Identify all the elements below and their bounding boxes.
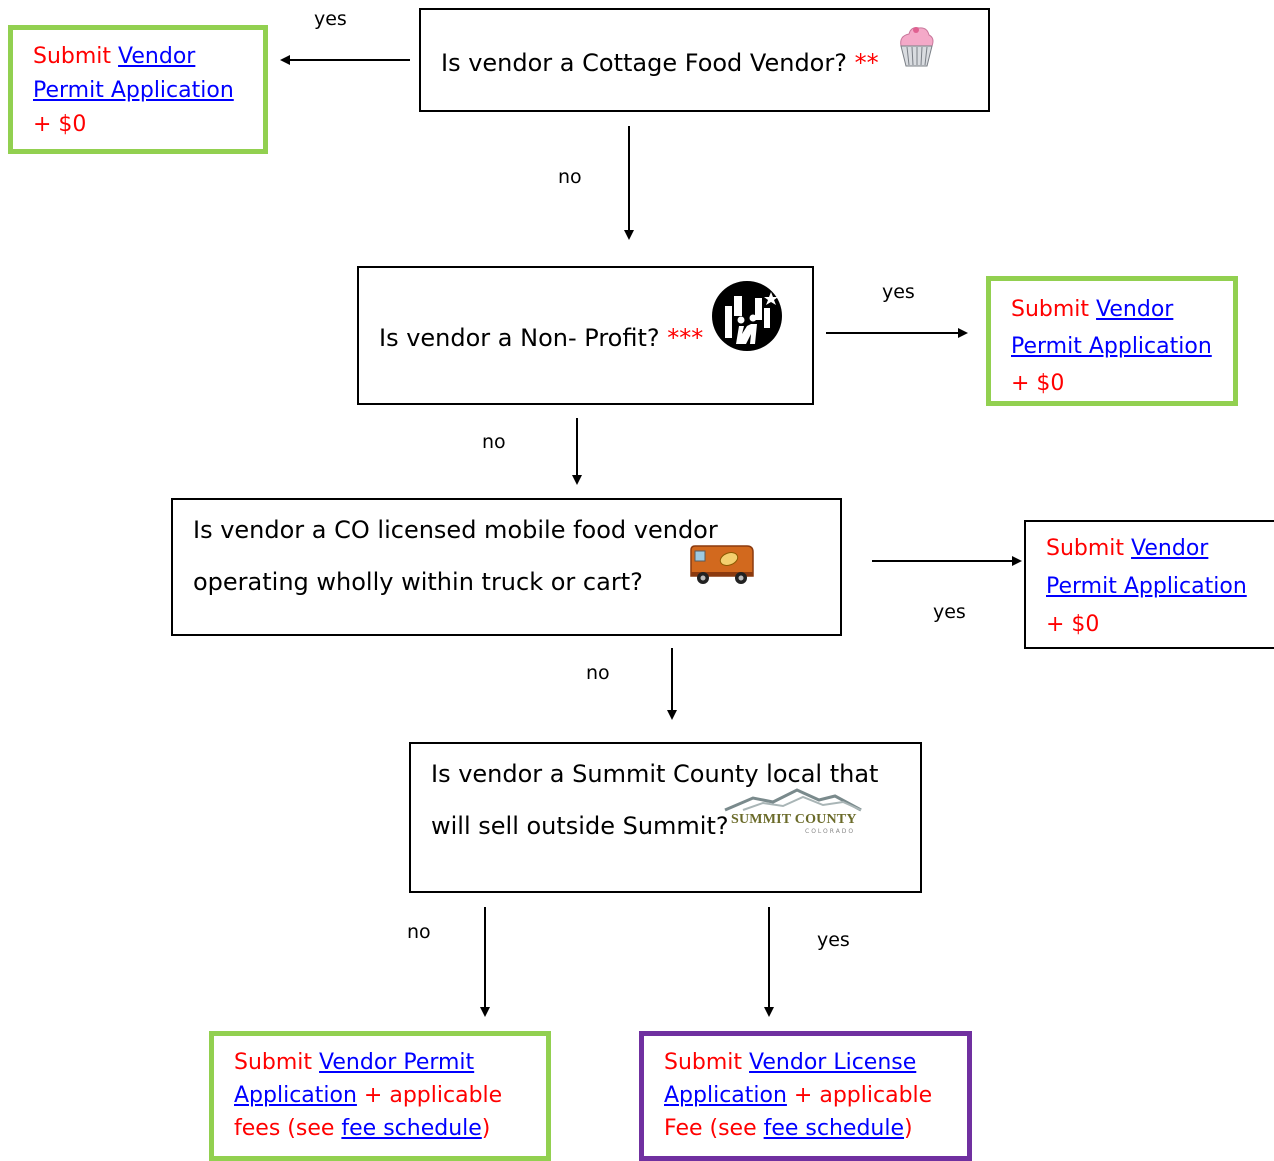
outcome-permit-fees-text: Submit Vendor Permit Application + appli… bbox=[234, 1046, 502, 1145]
edge-label-q4-no: no bbox=[407, 921, 431, 943]
outcome-license-fees: Submit Vendor License Application + appl… bbox=[639, 1031, 972, 1161]
edge-label-q1-no: no bbox=[558, 166, 582, 188]
outcome-license-fees-text: Submit Vendor License Application + appl… bbox=[664, 1046, 932, 1145]
vendor-permit-link[interactable]: Vendor bbox=[118, 44, 196, 69]
edge-label-q2-yes: yes bbox=[882, 281, 915, 303]
vendor-permit-link[interactable]: Vendor bbox=[1131, 536, 1209, 561]
fees-see-label: fees (see bbox=[234, 1116, 342, 1141]
q2-text: Is vendor a Non- Profit? bbox=[379, 324, 660, 352]
fee-amount: + $0 bbox=[33, 112, 87, 137]
q1-stars: ** bbox=[846, 49, 879, 77]
outcome-permit-mobile-text: Submit Vendor Permit Application + $0 bbox=[1046, 530, 1247, 644]
food-truck-icon bbox=[690, 545, 754, 584]
edge-label-q4-yes: yes bbox=[817, 929, 850, 951]
question-summit-local-text: Is vendor a Summit County local that wil… bbox=[431, 748, 878, 852]
submit-label: Submit bbox=[234, 1050, 320, 1075]
logo-main-text: SUMMIT COUNTY bbox=[731, 812, 857, 827]
outcome-permit-cottage-text: Submit Vendor Permit Application + $0 bbox=[33, 40, 234, 142]
question-mobile-food-text: Is vendor a CO licensed mobile food vend… bbox=[193, 504, 718, 608]
question-summit-local: Is vendor a Summit County local that wil… bbox=[409, 742, 922, 893]
vendor-license-link[interactable]: Vendor License bbox=[749, 1050, 917, 1075]
question-cottage-food-text: Is vendor a Cottage Food Vendor? ** bbox=[441, 38, 879, 88]
logo-sub-text: COLORADO bbox=[805, 828, 856, 835]
q3-line1: Is vendor a CO licensed mobile food vend… bbox=[193, 516, 718, 544]
permit-application-link[interactable]: Permit Application bbox=[33, 78, 234, 103]
fee-amount: + $0 bbox=[1011, 371, 1065, 396]
outcome-permit-cottage: Submit Vendor Permit Application + $0 bbox=[8, 25, 268, 154]
permit-application-link[interactable]: Permit Application bbox=[1011, 334, 1212, 359]
vendor-permit-link[interactable]: Vendor Permit bbox=[319, 1050, 475, 1075]
submit-label: Submit bbox=[664, 1050, 750, 1075]
submit-label: Submit bbox=[33, 44, 119, 69]
outcome-permit-mobile: Submit Vendor Permit Application + $0 bbox=[1024, 520, 1274, 649]
fee-schedule-link[interactable]: fee schedule bbox=[763, 1116, 905, 1141]
q4-line2: will sell outside Summit? bbox=[431, 812, 729, 840]
question-cottage-food: Is vendor a Cottage Food Vendor? ** bbox=[419, 8, 990, 112]
fee-schedule-link[interactable]: fee schedule bbox=[341, 1116, 482, 1141]
submit-label: Submit bbox=[1011, 297, 1097, 322]
non-profit-city-icon bbox=[712, 281, 782, 351]
close-paren: ) bbox=[481, 1116, 491, 1141]
cupcake-icon bbox=[900, 27, 934, 67]
question-non-profit-text: Is vendor a Non- Profit? *** bbox=[379, 312, 703, 364]
applicable-label: + applicable bbox=[786, 1083, 933, 1108]
outcome-permit-fees: Submit Vendor Permit Application + appli… bbox=[209, 1031, 551, 1161]
q3-line2: operating wholly within truck or cart? bbox=[193, 568, 643, 596]
vendor-permit-link[interactable]: Vendor bbox=[1096, 297, 1174, 322]
question-non-profit: Is vendor a Non- Profit? *** bbox=[357, 266, 814, 405]
mountains-icon bbox=[724, 788, 862, 812]
license-application-link[interactable]: Application bbox=[664, 1083, 787, 1108]
edge-label-q2-no: no bbox=[482, 431, 506, 453]
submit-label: Submit bbox=[1046, 536, 1132, 561]
fee-amount: + $0 bbox=[1046, 612, 1100, 637]
applicable-label: + applicable bbox=[356, 1083, 503, 1108]
edge-label-q1-yes: yes bbox=[314, 8, 347, 30]
permit-application-link[interactable]: Permit Application bbox=[1046, 574, 1247, 599]
edge-label-q3-yes: yes bbox=[933, 601, 966, 623]
q1-text: Is vendor a Cottage Food Vendor? bbox=[441, 49, 847, 77]
question-mobile-food: Is vendor a CO licensed mobile food vend… bbox=[171, 498, 842, 636]
close-paren: ) bbox=[904, 1116, 913, 1141]
permit-application-link[interactable]: Application bbox=[234, 1083, 357, 1108]
edge-label-q3-no: no bbox=[586, 662, 610, 684]
fee-see-label: Fee (see bbox=[664, 1116, 764, 1141]
summit-county-logo: SUMMIT COUNTY COLORADO bbox=[723, 788, 863, 838]
outcome-permit-non-profit-text: Submit Vendor Permit Application + $0 bbox=[1011, 291, 1212, 402]
outcome-permit-non-profit: Submit Vendor Permit Application + $0 bbox=[986, 276, 1238, 406]
q4-line1: Is vendor a Summit County local that bbox=[431, 760, 879, 788]
q2-stars: *** bbox=[659, 324, 704, 352]
